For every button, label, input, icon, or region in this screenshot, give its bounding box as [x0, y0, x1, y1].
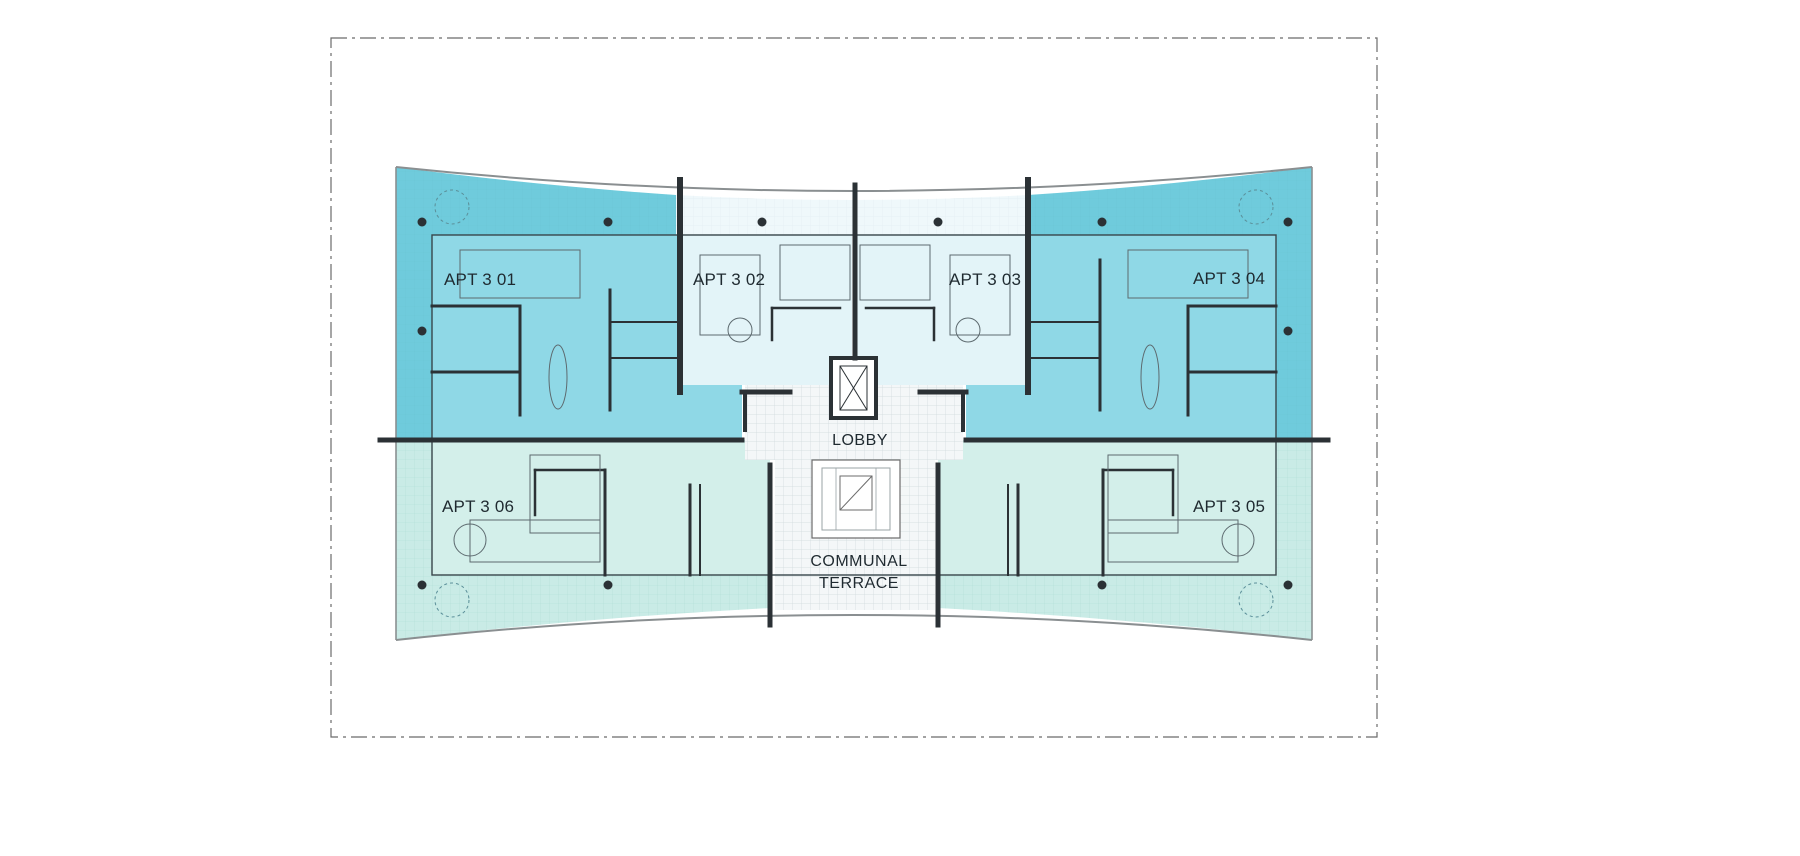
apt-305-interior	[938, 440, 1276, 575]
site-boundary	[330, 37, 1378, 738]
apt-306-interior	[432, 440, 770, 575]
apt-303-interior	[856, 235, 1026, 385]
apt-305-label: APT 3 05	[1193, 497, 1265, 516]
communal-terrace-label-line2: TERRACE	[819, 575, 899, 592]
apt-306-label: APT 3 06	[442, 497, 514, 516]
apt-304-label: APT 3 04	[1193, 269, 1265, 288]
facade-bottom-curve	[395, 614, 1313, 641]
lift-icon	[829, 356, 878, 420]
structural-walls	[377, 177, 1331, 628]
partitions	[453, 244, 1255, 563]
stair-icon	[811, 459, 901, 539]
apt-303-label: APT 3 03	[949, 270, 1021, 289]
columns	[417, 217, 1293, 590]
apt-301-label: APT 3 01	[444, 270, 516, 289]
lobby-label: LOBBY	[832, 432, 888, 449]
communal-terrace-label-line1: COMMUNAL	[810, 553, 907, 570]
apt-302-interior	[682, 235, 852, 385]
planters	[434, 189, 1274, 618]
apt-302-label: APT 3 02	[693, 270, 765, 289]
